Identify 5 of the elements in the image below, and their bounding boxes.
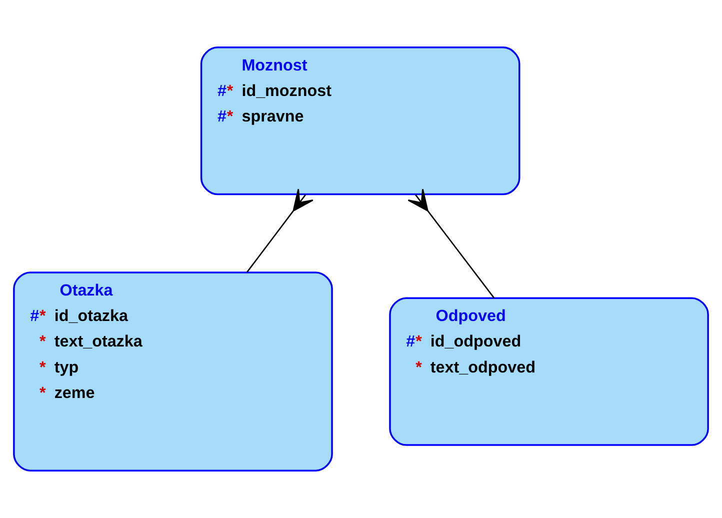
node-box: Otazka #* id_otazka * text_otazka * typ * zeme (13, 272, 333, 472)
connector (246, 188, 314, 273)
node-box: Odpoved #* id_odpoved * text_odpoved (389, 297, 709, 446)
connector (408, 188, 494, 298)
node-box: Moznost #* id_moznost #* spravne (200, 46, 520, 196)
